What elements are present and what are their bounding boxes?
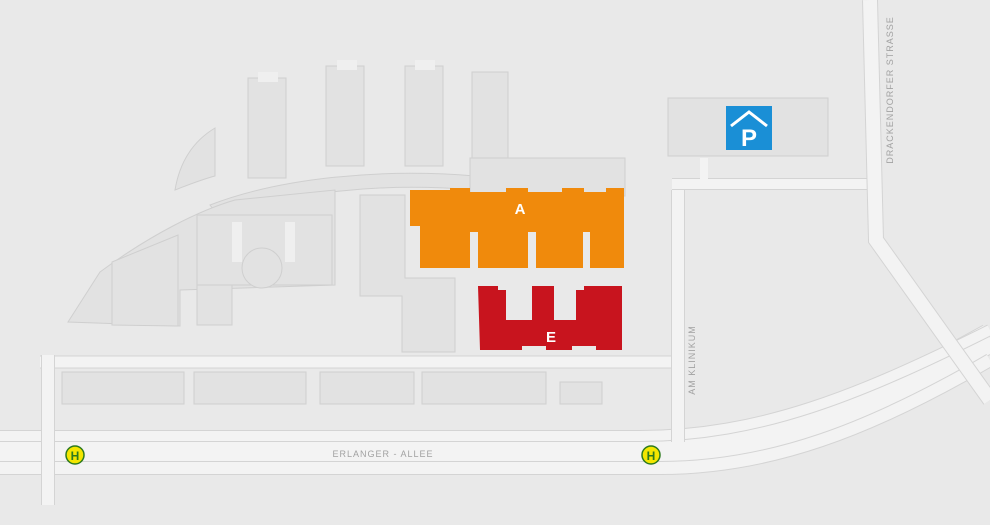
building-a-shape [410,188,624,268]
building-a-label: A [515,201,526,218]
parking-sign[interactable]: P [726,106,772,152]
building-central-detail-1 [232,222,242,262]
bus-stop-east[interactable]: H [641,445,661,465]
parking-label: P [741,125,757,152]
building-tower-2-top [337,60,357,70]
building-tower-4 [471,71,509,168]
bus-stop-icon [641,445,661,465]
building-central-detail-2 [285,222,295,262]
building-south-row-3 [319,371,415,405]
building-l-shape [359,194,456,353]
building-tower-3 [404,65,444,167]
building-west-wedge-mid [111,234,179,327]
building-e-label: E [546,329,556,346]
road-lower-lane [0,354,990,474]
building-south-row-4 [421,371,547,405]
street-label-erlanger-allee: ERLANGER - ALLEE [332,449,433,459]
building-behind-a [469,157,626,197]
building-south-small [559,381,603,405]
parking-roof-icon [730,110,768,128]
building-tower-2 [325,65,365,167]
building-curved-north [174,127,216,191]
building-tower-3-top [415,60,435,70]
building-e-shape [478,286,622,350]
street-label-drackendorfer-strasse: DRACKENDORFER STRASSE [885,16,895,164]
road-erlanger-allee-surface [0,325,990,466]
bus-stop-label: H [71,449,80,463]
bus-stop-icon [65,445,85,465]
street-label-am-klinikum: AM KLINIKUM [687,325,697,395]
building-tower-1-top [258,72,278,82]
building-rotunda [241,247,283,289]
building-e[interactable]: E [478,286,622,350]
bus-stop-label: H [647,449,656,463]
roads [0,0,990,505]
road-drackendorfer [863,0,990,405]
building-south-row-1 [61,371,185,405]
building-central-base [196,284,233,326]
building-a[interactable]: A [410,188,624,268]
bus-stop-west[interactable]: H [65,445,85,465]
building-south-row-2 [193,371,307,405]
building-tower-1 [247,77,287,179]
